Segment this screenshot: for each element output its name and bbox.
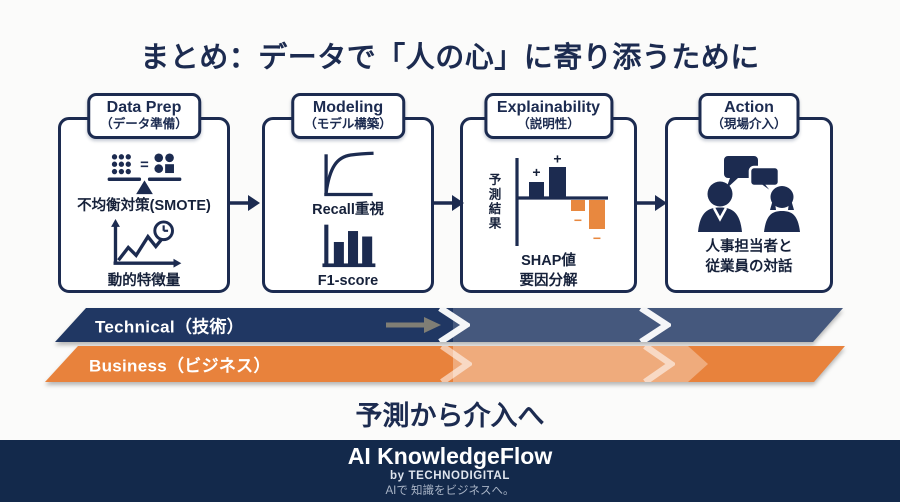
- chevron-separator-icon: [436, 308, 470, 342]
- technical-banner-wrap: Technical（技術）: [55, 308, 843, 342]
- stage-title-en: Explainability: [496, 99, 601, 116]
- data-prep-label-smote: 不均衡対策(SMOTE): [77, 198, 211, 215]
- f1-bar-chart-icon: [322, 224, 376, 268]
- stage-title-ja: （モデル構築）: [304, 117, 392, 132]
- people-dialog-icon: [698, 156, 800, 232]
- shap-plus-sign: +: [553, 154, 561, 167]
- technical-banner-label: Technical（技術）: [95, 317, 245, 337]
- stage-title-ja: （データ準備）: [100, 117, 188, 132]
- modeling-label-f1: F1-score: [317, 272, 379, 289]
- stage-header-data-prep: Data Prep （データ準備）: [87, 93, 201, 139]
- business-banner-label: Business（ビジネス）: [89, 356, 271, 376]
- balance-scale-icon: =: [107, 153, 182, 195]
- business-banner-wrap: Business（ビジネス）: [45, 346, 845, 382]
- stage-content: = 不均衡対策(SMOTE) 動的特徴量: [61, 120, 227, 290]
- explainability-label-decomposition: 要因分解: [519, 273, 578, 290]
- technical-banner: Technical（技術）: [55, 308, 843, 342]
- data-prep-label-dynamic-features: 動的特徴量: [107, 272, 181, 289]
- stage-title-en: Action: [724, 99, 774, 116]
- stage-header-action: Action （現場介入）: [698, 93, 800, 139]
- stage-box-modeling: Modeling （モデル構築） Recall重視: [262, 93, 434, 293]
- stage-title-ja: （現場介入）: [711, 117, 787, 132]
- chevron-separator-icon: [438, 346, 472, 382]
- shap-chart: 予測結果 + + − −: [485, 154, 613, 250]
- flow-arrow-icon: [433, 195, 464, 211]
- shap-plus-sign: +: [532, 164, 540, 180]
- explainability-label-shap: SHAP値: [521, 253, 576, 269]
- stage-title-en: Data Prep: [106, 99, 182, 116]
- stage-title-en: Modeling: [312, 99, 384, 116]
- brand-byline: by TECHNODIGITAL: [390, 470, 510, 483]
- shap-minus-sign: −: [592, 230, 600, 246]
- svg-text:=: =: [140, 158, 149, 174]
- modeling-label-recall: Recall重視: [312, 201, 384, 218]
- time-series-trend-icon: [111, 218, 182, 268]
- stage-content: 予測結果 + + − − SHAP値 要因分解: [463, 120, 634, 290]
- brand-name: AI KnowledgeFlow: [347, 442, 553, 469]
- stage-header-modeling: Modeling （モデル構築）: [291, 93, 405, 139]
- footer-bar: AI KnowledgeFlow by TECHNODIGITAL AIで 知識…: [0, 440, 900, 502]
- stage-content: 人事担当者と 従業員の対話: [668, 120, 830, 290]
- flow-arrow-icon: [636, 195, 667, 211]
- stage-box-action: Action （現場介入） 人事担当者と 従業員の対話: [665, 93, 833, 293]
- action-label-line1: 人事担当者と: [705, 239, 793, 255]
- chevron-separator-icon: [641, 346, 675, 382]
- chevron-separator-icon: [637, 308, 671, 342]
- shap-minus-sign: −: [573, 212, 581, 228]
- gray-arrow-icon: [386, 316, 442, 334]
- flow-arrow-icon: [229, 195, 260, 211]
- business-banner: Business（ビジネス）: [45, 346, 845, 382]
- conclusion-text: 予測から介入へ: [355, 401, 545, 431]
- recall-curve-icon: [324, 151, 374, 197]
- stage-box-explainability: Explainability （説明性） 予測結果 + + − −: [460, 93, 637, 293]
- slide-title: まとめ：データで「人の心」に寄り添うために: [140, 42, 760, 74]
- stage-header-explainability: Explainability （説明性）: [483, 93, 614, 139]
- shap-bars-icon: + + − −: [514, 154, 608, 246]
- brand-tagline: AIで 知識をビジネスへ。: [385, 484, 515, 497]
- stage-title-ja: （説明性）: [517, 117, 580, 132]
- stage-content: Recall重視 F1-score: [265, 120, 431, 290]
- shap-axis-label: 予測結果: [486, 173, 501, 231]
- action-label-line2: 従業員の対話: [705, 259, 793, 276]
- stage-box-data-prep: Data Prep （データ準備） = 不均衡対策(SMOTE): [58, 93, 230, 293]
